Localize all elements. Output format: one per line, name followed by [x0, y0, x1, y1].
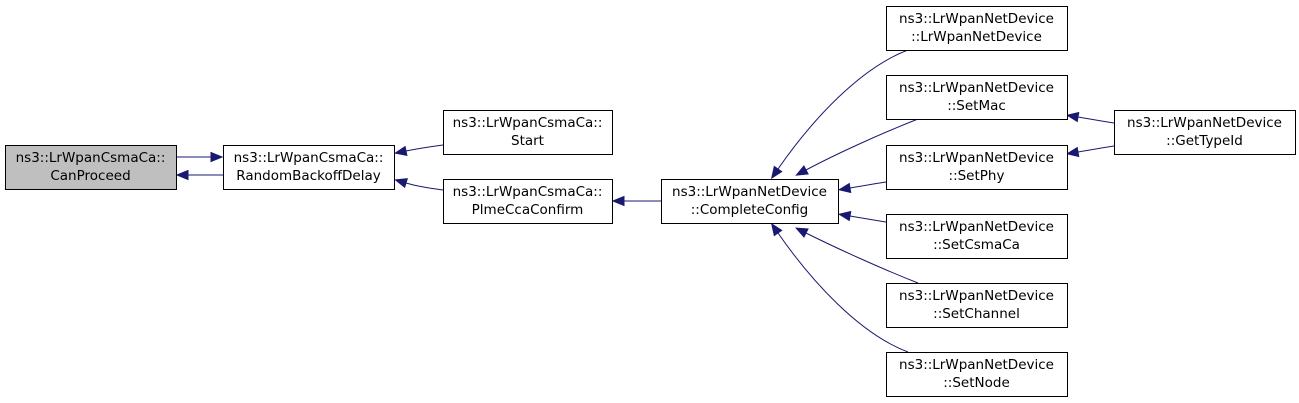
- node-label-method: ::GetTypeId: [1166, 133, 1243, 149]
- node-setphy[interactable]: ns3::LrWpanNetDevice::SetPhy: [886, 145, 1068, 190]
- edge-line: [777, 232, 909, 353]
- node-box[interactable]: [886, 145, 1068, 190]
- node-setchannel[interactable]: ns3::LrWpanNetDevice::SetChannel: [886, 283, 1068, 328]
- node-box[interactable]: [886, 352, 1068, 397]
- arrowhead-icon: [394, 178, 408, 189]
- edge-setmac-to-completeconfig: [795, 118, 919, 176]
- edge-line: [405, 144, 444, 152]
- node-label-namespace: ns3::LrWpanNetDevice: [672, 184, 827, 200]
- edge-start-to-randombackoff: [393, 144, 444, 157]
- node-box[interactable]: [886, 214, 1068, 259]
- edge-randombackoff-to-canproceed: [175, 169, 223, 181]
- arrowhead-icon: [837, 210, 852, 222]
- node-label-namespace: ns3::LrWpanCsmaCa::: [453, 115, 603, 131]
- node-box[interactable]: [443, 179, 613, 224]
- edge-plmecca-to-randombackoff: [394, 178, 444, 191]
- edge-ctor-to-completeconfig: [770, 49, 909, 180]
- node-canproceed[interactable]: ns3::LrWpanCsmaCa::CanProceed: [5, 145, 177, 190]
- edge-line: [849, 181, 887, 189]
- edge-gettypeid-to-setmac: [1065, 111, 1115, 124]
- node-label-method: ::SetChannel: [933, 306, 1020, 322]
- node-box[interactable]: [443, 110, 613, 155]
- edge-setnode-to-completeconfig: [770, 222, 909, 353]
- edge-canproceed-to-randombackoff: [176, 151, 224, 163]
- node-label-method: ::SetCsmaCa: [933, 237, 1020, 253]
- node-label-namespace: ns3::LrWpanNetDevice: [899, 150, 1054, 166]
- node-label-method: ::SetPhy: [949, 168, 1005, 184]
- node-label-namespace: ns3::LrWpanCsmaCa::: [234, 150, 384, 166]
- edge-line: [849, 215, 887, 223]
- arrowhead-icon: [770, 165, 783, 180]
- node-label-namespace: ns3::LrWpanNetDevice: [899, 11, 1054, 27]
- edge-setphy-to-completeconfig: [837, 181, 887, 194]
- arrowhead-icon: [837, 182, 852, 194]
- node-label-method: RandomBackoffDelay: [236, 168, 380, 184]
- node-label-namespace: ns3::LrWpanNetDevice: [899, 357, 1054, 373]
- node-label-namespace: ns3::LrWpanCsmaCa::: [453, 184, 603, 200]
- edge-gettypeid-to-setphy: [1065, 145, 1115, 158]
- edge-line: [1077, 116, 1115, 124]
- node-label-method: ::SetNode: [943, 375, 1010, 391]
- node-box[interactable]: [1114, 110, 1296, 155]
- node-setcsmaca[interactable]: ns3::LrWpanNetDevice::SetCsmaCa: [886, 214, 1068, 259]
- node-label-namespace: ns3::LrWpanNetDevice: [899, 288, 1054, 304]
- edge-setchannel-to-completeconfig: [794, 227, 919, 284]
- arrowhead-icon: [795, 165, 809, 176]
- edge-line: [405, 182, 444, 191]
- node-plmecca[interactable]: ns3::LrWpanCsmaCa::PlmeCcaConfirm: [443, 179, 613, 224]
- arrowhead-icon: [770, 222, 783, 237]
- node-label-method: Start: [511, 133, 544, 149]
- arrowhead-icon: [794, 227, 809, 238]
- node-gettypeid[interactable]: ns3::LrWpanNetDevice::GetTypeId: [1114, 110, 1296, 155]
- node-start[interactable]: ns3::LrWpanCsmaCa::Start: [443, 110, 613, 155]
- arrowhead-icon: [210, 151, 224, 163]
- arrowhead-icon: [175, 169, 189, 181]
- node-box[interactable]: [886, 6, 1068, 51]
- node-box[interactable]: [5, 145, 177, 190]
- node-label-namespace: ns3::LrWpanNetDevice: [1127, 115, 1282, 131]
- node-box[interactable]: [886, 283, 1068, 328]
- edge-completeconfig-to-plmecca: [611, 195, 661, 207]
- node-box[interactable]: [886, 75, 1068, 120]
- edge-line: [777, 49, 909, 170]
- node-box[interactable]: [661, 179, 839, 224]
- node-box[interactable]: [223, 145, 395, 190]
- node-setmac[interactable]: ns3::LrWpanNetDevice::SetMac: [886, 75, 1068, 120]
- node-label-namespace: ns3::LrWpanNetDevice: [899, 219, 1054, 235]
- node-label-method: CanProceed: [50, 168, 130, 184]
- edge-setcsmaca-to-completeconfig: [837, 210, 887, 223]
- edge-line: [805, 118, 919, 171]
- arrowhead-icon: [1065, 146, 1080, 158]
- arrowhead-icon: [611, 195, 625, 207]
- arrowhead-icon: [393, 145, 408, 157]
- node-setnode[interactable]: ns3::LrWpanNetDevice::SetNode: [886, 352, 1068, 397]
- node-label-method: ::LrWpanNetDevice: [911, 29, 1042, 45]
- node-label-method: PlmeCcaConfirm: [472, 202, 584, 218]
- nodes-layer: ns3::LrWpanCsmaCa::CanProceedns3::LrWpan…: [5, 6, 1296, 397]
- node-label-method: ::CompleteConfig: [691, 202, 808, 218]
- edges-layer: [175, 49, 1115, 353]
- node-ctor[interactable]: ns3::LrWpanNetDevice::LrWpanNetDevice: [886, 6, 1068, 51]
- edge-line: [805, 232, 919, 284]
- edge-line: [1077, 145, 1115, 153]
- node-label-method: ::SetMac: [947, 98, 1006, 114]
- node-label-namespace: ns3::LrWpanNetDevice: [899, 80, 1054, 96]
- arrowhead-icon: [1065, 111, 1080, 123]
- node-label-namespace: ns3::LrWpanCsmaCa::: [16, 150, 166, 166]
- node-completeconfig[interactable]: ns3::LrWpanNetDevice::CompleteConfig: [661, 179, 839, 224]
- node-randombackoff[interactable]: ns3::LrWpanCsmaCa::RandomBackoffDelay: [223, 145, 395, 190]
